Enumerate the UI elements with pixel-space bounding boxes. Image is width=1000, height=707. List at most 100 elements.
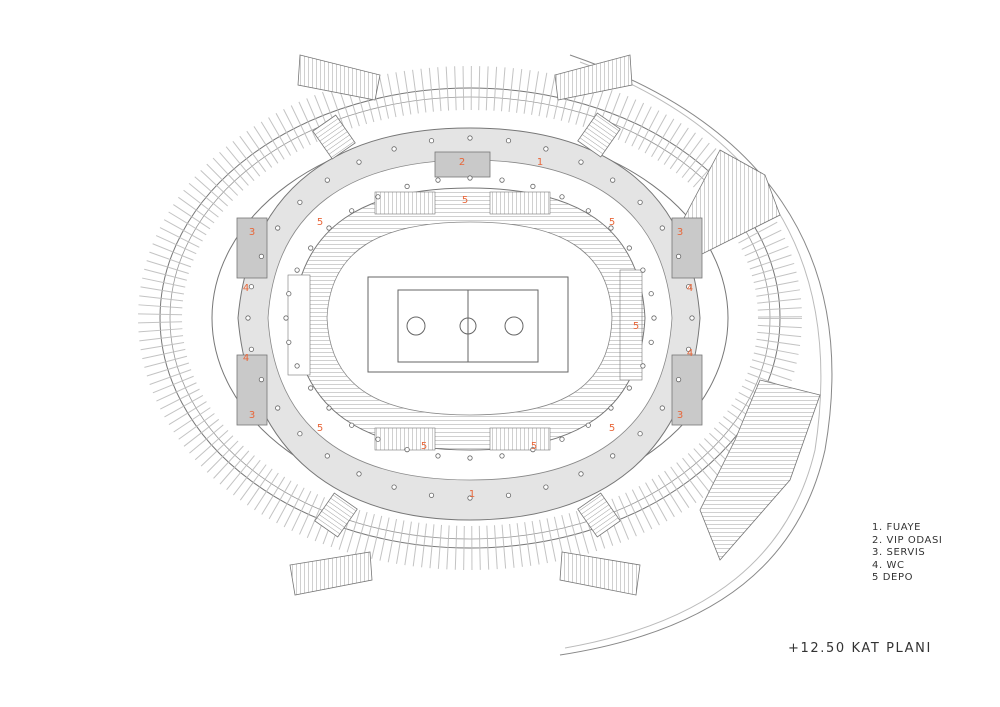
column-marker — [258, 376, 264, 383]
column-marker — [349, 422, 355, 428]
tag-fuaye-bottom: 1 — [469, 489, 475, 500]
column-marker — [326, 405, 332, 411]
outer-grandstands — [289, 54, 641, 596]
tag-depo-rt: 5 — [609, 217, 615, 228]
column-marker — [685, 346, 692, 352]
column-marker — [626, 385, 632, 391]
column-marker — [467, 455, 473, 461]
stair-blocks — [312, 112, 621, 538]
column-marker — [286, 291, 292, 297]
column-marker — [685, 284, 692, 290]
column-marker — [428, 138, 435, 144]
column-marker — [435, 177, 441, 183]
column-marker — [585, 422, 591, 428]
tag-depo-lb: 5 — [317, 423, 323, 434]
column-marker — [404, 183, 410, 189]
column-marker — [608, 405, 614, 411]
column-marker — [578, 159, 584, 165]
tag-servis-lb: 3 — [249, 410, 255, 421]
column-marker — [648, 291, 654, 297]
service-blocks — [236, 151, 703, 426]
column-marker — [391, 484, 397, 490]
column-marker — [610, 177, 616, 183]
tag-depo-rb: 5 — [609, 423, 615, 434]
column-marker — [530, 183, 536, 189]
column-marker — [559, 436, 565, 442]
column-marker — [543, 146, 549, 152]
outer-arc — [559, 54, 833, 656]
column-marker — [585, 208, 591, 214]
column-marker — [659, 405, 665, 411]
tag-wc-rt: 4 — [687, 283, 693, 294]
legend: 1. FUAYE 2. VIP ODASI 3. SERVIS 4. WC 5 … — [872, 522, 942, 585]
column-marker — [349, 208, 355, 214]
column-marker — [428, 492, 435, 498]
column-marker — [283, 315, 289, 321]
column-marker — [356, 471, 362, 477]
column-marker — [651, 315, 657, 321]
tag-fuaye-top: 1 — [537, 157, 543, 168]
column-marker — [675, 253, 682, 259]
column-marker — [297, 199, 303, 205]
column-marker — [637, 199, 643, 205]
column-marker — [659, 225, 665, 231]
basketball-court — [367, 276, 569, 373]
column-marker — [610, 453, 616, 459]
room-tags: 1 1 2 3 3 3 3 4 4 4 4 5 5 5 5 5 5 5 5 — [243, 157, 693, 500]
column-marker — [286, 339, 292, 345]
column-marker — [297, 431, 303, 437]
structural-columns — [245, 135, 695, 501]
legend-item: 3. SERVIS — [872, 547, 926, 558]
legend-item: 2. VIP ODASI — [872, 534, 943, 546]
tag-wc-lb: 4 — [243, 353, 249, 364]
legend-item: 4. WC — [872, 559, 905, 571]
column-marker — [640, 363, 646, 369]
column-marker — [608, 225, 614, 231]
column-marker — [675, 376, 682, 383]
column-marker — [530, 446, 536, 453]
column-marker — [275, 405, 281, 411]
plan-title: +12.50 KAT PLANI — [788, 641, 932, 656]
column-marker — [375, 436, 381, 442]
column-marker — [499, 453, 505, 459]
column-marker — [326, 225, 332, 231]
column-marker — [640, 267, 646, 273]
column-marker — [275, 225, 281, 231]
column-marker — [559, 194, 565, 200]
column-marker — [248, 346, 254, 352]
tag-servis-rt: 3 — [677, 227, 683, 238]
column-marker — [505, 138, 512, 144]
tag-depo-top: 5 — [462, 195, 468, 206]
column-marker — [578, 471, 584, 477]
column-marker — [245, 315, 251, 321]
column-marker — [404, 446, 410, 453]
column-marker — [467, 175, 473, 181]
tag-wc-lt: 4 — [243, 283, 249, 294]
column-marker — [324, 177, 330, 183]
tag-wc-rb: 4 — [687, 348, 693, 359]
column-marker — [375, 194, 381, 200]
column-marker — [648, 339, 654, 345]
column-marker — [689, 315, 695, 321]
column-marker — [294, 363, 300, 369]
column-marker — [435, 453, 441, 459]
legend-item: 5 DEPO — [872, 572, 914, 583]
tag-vip: 2 — [459, 157, 465, 168]
column-marker — [248, 284, 254, 290]
tag-depo-b1: 5 — [421, 441, 427, 452]
tag-servis-rb: 3 — [677, 410, 683, 421]
tag-depo-right: 5 — [633, 321, 639, 332]
column-marker — [637, 431, 643, 437]
tag-depo-lt: 5 — [317, 217, 323, 228]
tag-servis-lt: 3 — [249, 227, 255, 238]
column-marker — [543, 484, 549, 490]
column-marker — [626, 245, 632, 251]
column-marker — [308, 245, 314, 251]
column-marker — [324, 453, 330, 459]
legend-item: 1. FUAYE — [872, 522, 922, 533]
column-marker — [391, 146, 397, 152]
column-marker — [258, 253, 264, 259]
column-marker — [467, 135, 473, 141]
column-marker — [505, 492, 512, 498]
